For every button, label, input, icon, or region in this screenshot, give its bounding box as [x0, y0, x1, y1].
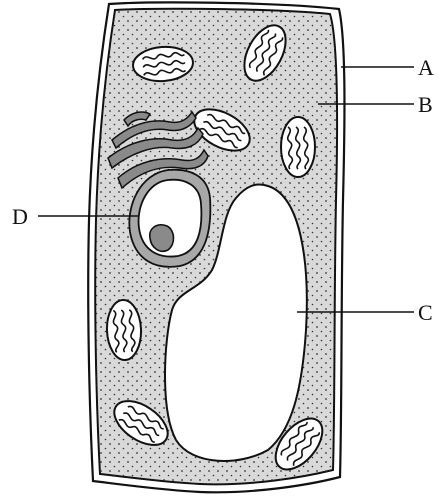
- nucleolus: [150, 225, 174, 252]
- label-c: C: [418, 300, 433, 325]
- label-b: B: [418, 92, 433, 117]
- mitochondrion-4: [281, 117, 315, 177]
- label-d: D: [12, 204, 28, 229]
- label-a: A: [418, 55, 434, 80]
